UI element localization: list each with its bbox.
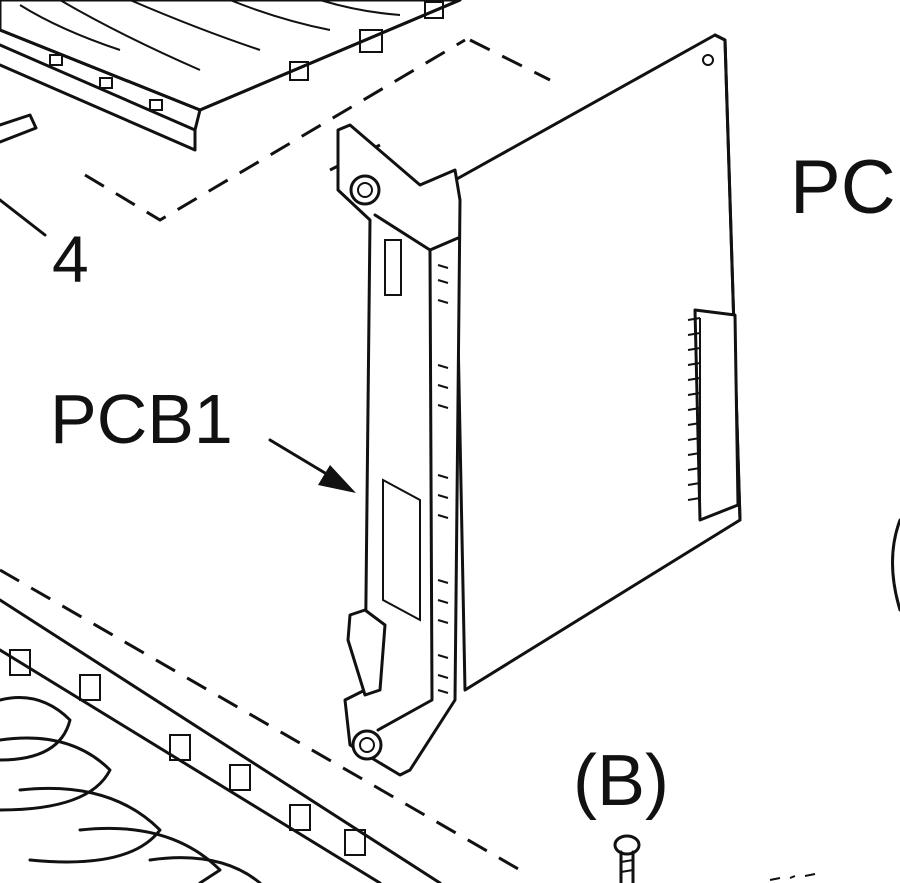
pcb-board bbox=[453, 33, 742, 692]
callout-label-pc: PC bbox=[790, 145, 896, 230]
callout-label-4: 4 bbox=[52, 222, 89, 296]
leader-line-4 bbox=[0, 198, 47, 237]
partial-marks bbox=[769, 873, 816, 881]
callout-label-pcb1: PCB1 bbox=[50, 380, 233, 458]
guide-pin bbox=[0, 113, 38, 144]
pcb-front-panel bbox=[336, 123, 462, 777]
lower-card-cage bbox=[0, 598, 442, 883]
upper-card-cage bbox=[0, 0, 462, 152]
callout-label-b: (B) bbox=[573, 741, 669, 821]
leader-arrow-pcb1 bbox=[268, 438, 356, 493]
partial-round-part bbox=[891, 518, 900, 612]
screw-b bbox=[613, 834, 641, 883]
